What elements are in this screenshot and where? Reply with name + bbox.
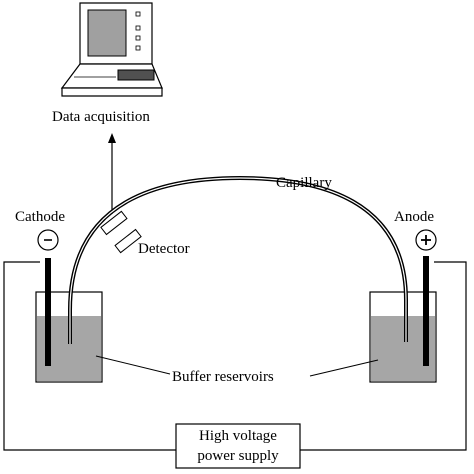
power-supply-label-line1: High voltage [199,428,277,444]
power-supply-label: High voltage power supply [176,426,300,466]
anode-electrode [423,256,429,366]
power-supply-box [175,423,301,469]
computer-icon [60,2,163,97]
buffer-leader-right [309,359,379,377]
detector [100,210,142,254]
signal-arrow [108,133,116,214]
anode-sign [415,229,437,251]
capillary-label: Capillary [276,175,332,191]
cathode-electrode [45,258,51,366]
circuit-wire [3,261,176,451]
power-supply-label-line2: power supply [197,448,279,464]
anode-label: Anode [394,209,434,225]
detector-label: Detector [138,241,190,257]
circuit-wire-right [300,261,467,451]
capillary-tube [68,175,408,344]
data-acquisition-label: Data acquisition [52,109,150,125]
buffer-reservoirs-label: Buffer reservoirs [172,369,274,385]
cathode-label: Cathode [15,209,65,225]
buffer-leader-left [95,355,171,375]
cathode-sign [37,229,59,251]
